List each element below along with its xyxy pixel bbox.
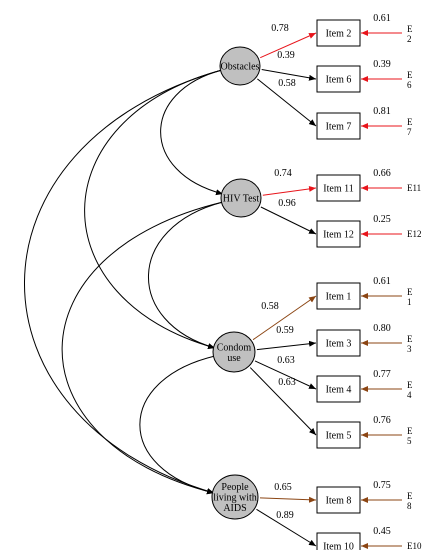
loading-value: 0.59 bbox=[276, 325, 294, 336]
latent-label: living with bbox=[213, 493, 257, 504]
item-box bbox=[316, 65, 361, 93]
r-squared-value: 0.77 bbox=[373, 369, 391, 380]
loading-value: 0.78 bbox=[271, 23, 289, 34]
error-label: E bbox=[407, 70, 413, 80]
error-label: E bbox=[407, 426, 413, 436]
loading-path bbox=[261, 69, 317, 81]
error-label: E bbox=[407, 491, 413, 501]
covariance-arc-condom-aids bbox=[139, 351, 223, 495]
loading-value: 0.58 bbox=[278, 78, 296, 89]
item-box bbox=[316, 532, 361, 550]
error-label: E10 bbox=[407, 541, 422, 550]
loading-path bbox=[254, 360, 317, 390]
latent-factor-hiv bbox=[220, 178, 262, 218]
covariance-arcs bbox=[24, 65, 231, 495]
loading-value: 0.63 bbox=[278, 377, 296, 388]
covariance-arc-obstacles-condom bbox=[84, 65, 230, 350]
r-squared-value: 0.25 bbox=[373, 214, 391, 225]
item-box bbox=[316, 19, 361, 47]
item-label: Item 3 bbox=[326, 339, 352, 350]
error-label: E11 bbox=[407, 183, 421, 193]
r-squared-value: 0.61 bbox=[373, 13, 391, 24]
r-squared-value: 0.76 bbox=[373, 415, 391, 426]
error-label: 7 bbox=[407, 127, 412, 137]
loading-paths bbox=[249, 30, 402, 549]
r-squared-value: 0.61 bbox=[373, 276, 391, 287]
error-label: 2 bbox=[407, 34, 412, 44]
item-label: Item 7 bbox=[326, 122, 352, 133]
loading-path bbox=[260, 32, 317, 59]
loading-value: 0.74 bbox=[274, 168, 292, 179]
error-label: E bbox=[407, 117, 413, 127]
item-box bbox=[316, 112, 361, 140]
error-label: E bbox=[407, 24, 413, 34]
item-box bbox=[316, 174, 361, 202]
latent-label: Obstacles bbox=[221, 62, 260, 73]
loading-value: 0.96 bbox=[278, 198, 296, 209]
latent-label: People bbox=[221, 482, 249, 493]
loading-path bbox=[249, 367, 317, 436]
r-squared-value: 0.66 bbox=[373, 168, 391, 179]
item-box bbox=[316, 486, 361, 514]
loading-value: 0.58 bbox=[261, 301, 279, 312]
latent-label: use bbox=[227, 353, 241, 364]
covariance-arc-hiv-aids bbox=[61, 197, 231, 495]
item-box bbox=[316, 220, 361, 248]
covariance-arc-hiv-condom bbox=[148, 197, 231, 349]
latent-label: Condom bbox=[217, 342, 252, 353]
loading-path bbox=[257, 78, 317, 127]
loading-path bbox=[252, 295, 317, 341]
item-label: Item 6 bbox=[326, 75, 352, 86]
r-squared-value: 0.81 bbox=[373, 106, 391, 117]
latent-factor-condom bbox=[212, 331, 256, 373]
error-label: 6 bbox=[407, 80, 412, 90]
r-squared-value: 0.39 bbox=[373, 59, 391, 70]
covariance-arc-obstacles-aids bbox=[24, 65, 230, 494]
latent-label: AIDS bbox=[223, 503, 246, 514]
latent-factor-aids bbox=[211, 474, 259, 520]
error-label: E bbox=[407, 334, 413, 344]
item-label: Item 11 bbox=[323, 184, 353, 195]
item-box bbox=[316, 329, 361, 357]
error-label: E bbox=[407, 380, 413, 390]
loading-path bbox=[260, 206, 317, 235]
item-box bbox=[316, 421, 361, 449]
loading-path bbox=[256, 508, 317, 547]
item-label: Item 4 bbox=[326, 385, 352, 396]
loading-path bbox=[256, 340, 317, 351]
item-label: Item 5 bbox=[326, 431, 352, 442]
loading-value: 0.65 bbox=[274, 482, 292, 493]
loading-value: 0.89 bbox=[276, 510, 294, 521]
r-squared-value: 0.45 bbox=[373, 526, 391, 537]
error-label: 4 bbox=[407, 390, 412, 400]
loading-value: 0.63 bbox=[277, 355, 295, 366]
error-label: E bbox=[407, 287, 413, 297]
error-label: 8 bbox=[407, 501, 412, 511]
item-label: Item 10 bbox=[323, 542, 354, 550]
error-label: 1 bbox=[407, 297, 412, 307]
item-label: Item 1 bbox=[326, 292, 352, 303]
error-label: 5 bbox=[407, 436, 412, 446]
item-box bbox=[316, 282, 361, 310]
error-label: 3 bbox=[407, 344, 412, 354]
error-label: E12 bbox=[407, 229, 422, 239]
loading-path bbox=[259, 496, 317, 503]
latent-factor-obstacles bbox=[219, 46, 261, 86]
r-squared-value: 0.75 bbox=[373, 480, 391, 491]
item-label: Item 12 bbox=[323, 230, 354, 241]
loading-value: 0.39 bbox=[277, 50, 295, 61]
item-box bbox=[316, 375, 361, 403]
item-label: Item 8 bbox=[326, 496, 352, 507]
r-squared-value: 0.80 bbox=[373, 323, 391, 334]
item-label: Item 2 bbox=[326, 29, 352, 40]
covariance-arc-obstacles-hiv bbox=[160, 65, 230, 196]
latent-label: HIV Test bbox=[223, 194, 260, 205]
loading-path bbox=[262, 185, 317, 196]
